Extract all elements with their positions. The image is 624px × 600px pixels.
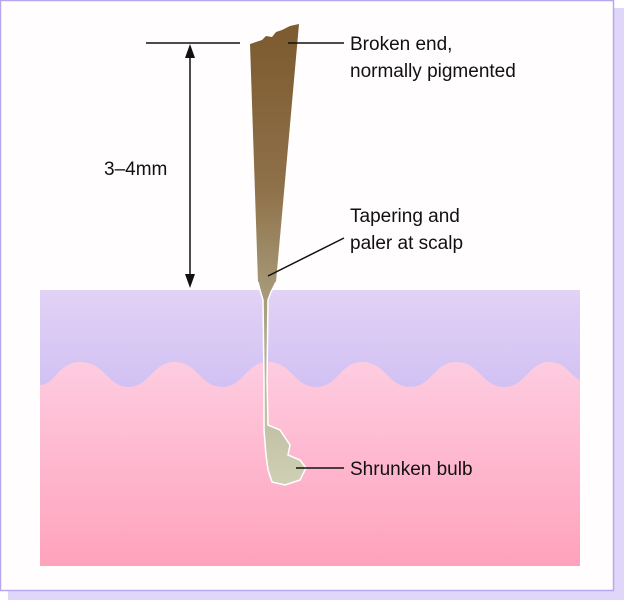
label-tapering-1: Tapering and <box>350 206 460 227</box>
label-shrunken-bulb: Shrunken bulb <box>350 459 473 480</box>
hair-bulb-outline <box>257 281 307 486</box>
dermis <box>40 362 580 566</box>
leader-tapering <box>267 237 345 277</box>
length-label: 3–4mm <box>104 159 167 180</box>
arrow-head-up <box>185 44 195 58</box>
label-tapering-2: paler at scalp <box>350 233 463 254</box>
arrow-head-down <box>185 274 195 288</box>
label-broken-end-2: normally pigmented <box>350 61 516 82</box>
label-broken-end-1: Broken end, <box>350 34 452 55</box>
